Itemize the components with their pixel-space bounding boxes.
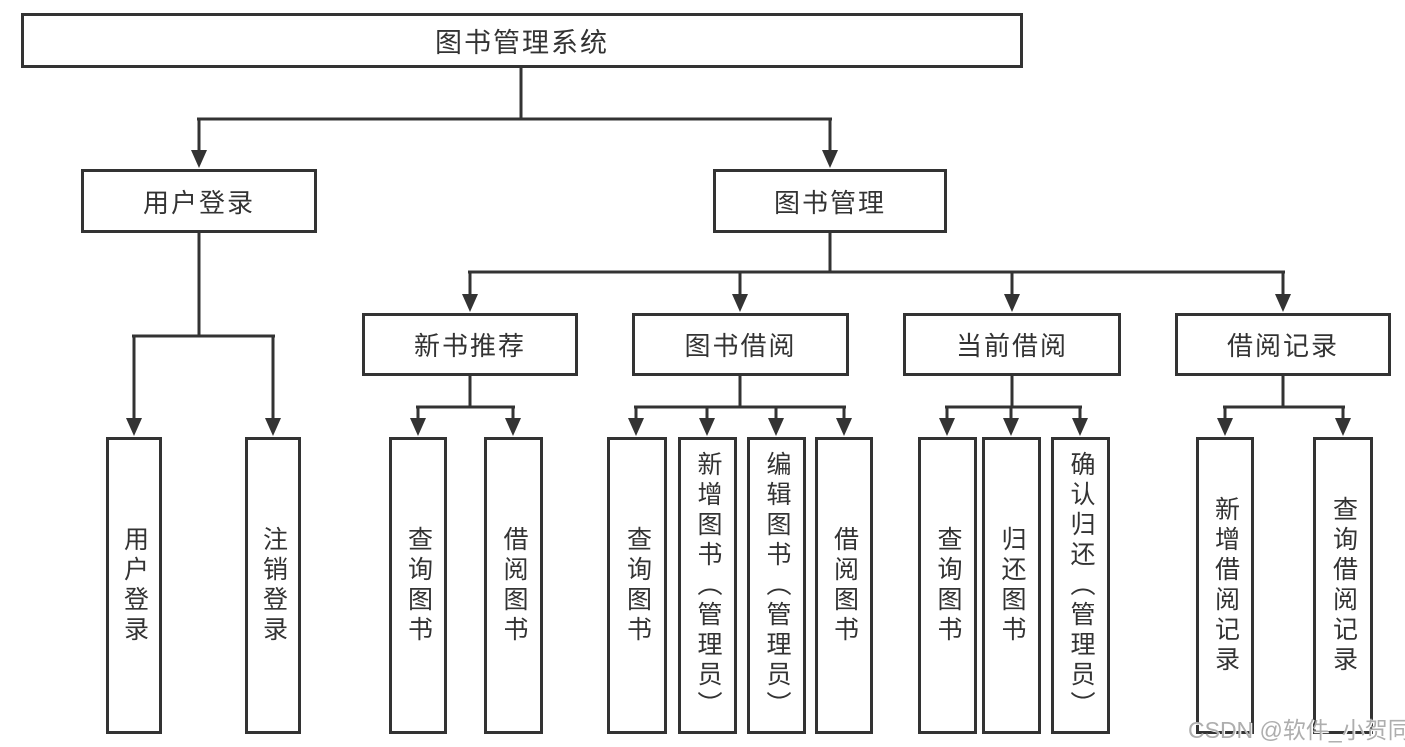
node-label: 借阅记录 [1226, 331, 1339, 361]
leaf-add-borrow-record: 新增借阅记录 [1196, 437, 1254, 734]
leaf-logout: 注销登录 [245, 437, 301, 734]
leaf-edit-book-admin: 编辑图书（管理员） [747, 437, 806, 734]
leaf-query-books-recommend: 查询图书 [389, 437, 447, 734]
leaf-label: 借阅图书 [830, 525, 859, 646]
node-label: 当前借阅 [955, 331, 1068, 361]
leaf-query-borrow-record: 查询借阅记录 [1313, 437, 1373, 734]
node-new-book-recommend: 新书推荐 [362, 313, 578, 376]
node-label: 图书管理 [773, 187, 886, 218]
leaf-confirm-return-admin: 确认归还（管理员） [1051, 437, 1110, 734]
node-label: 新书推荐 [413, 331, 526, 361]
node-book-borrowing: 图书借阅 [632, 313, 849, 376]
leaf-label: 编辑图书（管理员） [763, 450, 791, 721]
leaf-borrow-books-recommend: 借阅图书 [484, 437, 543, 734]
node-borrow-records: 借阅记录 [1175, 313, 1391, 376]
leaf-query-books-current: 查询图书 [918, 437, 977, 734]
leaf-return-book: 归还图书 [982, 437, 1041, 734]
leaf-label: 查询图书 [404, 525, 433, 646]
leaf-query-books-borrowing: 查询图书 [607, 437, 667, 734]
leaf-label: 借阅图书 [500, 525, 528, 646]
leaf-label: 用户登录 [120, 525, 149, 646]
node-label: 用户登录 [142, 187, 255, 218]
leaf-add-book-admin: 新增图书（管理员） [678, 437, 737, 734]
node-label: 图书管理系统 [435, 28, 609, 58]
leaf-label: 新增图书（管理员） [694, 450, 722, 721]
node-current-borrowing: 当前借阅 [903, 313, 1121, 376]
leaf-label: 归还图书 [998, 525, 1026, 646]
leaf-borrow-books: 借阅图书 [815, 437, 873, 734]
csdn-watermark: CSDN @软件_小贺同学 [1188, 717, 1405, 743]
leaf-label: 新增借阅记录 [1211, 495, 1240, 676]
node-user-login: 用户登录 [81, 169, 317, 233]
node-label: 图书借阅 [684, 331, 797, 361]
leaf-label: 查询图书 [623, 525, 652, 646]
leaf-label: 查询图书 [934, 525, 962, 646]
leaf-user-login: 用户登录 [106, 437, 162, 734]
node-library-system: 图书管理系统 [21, 13, 1023, 68]
leaf-label: 确认归还（管理员） [1067, 450, 1095, 721]
node-book-management: 图书管理 [713, 169, 947, 233]
leaf-label: 查询借阅记录 [1329, 495, 1358, 676]
leaf-label: 注销登录 [259, 525, 288, 646]
